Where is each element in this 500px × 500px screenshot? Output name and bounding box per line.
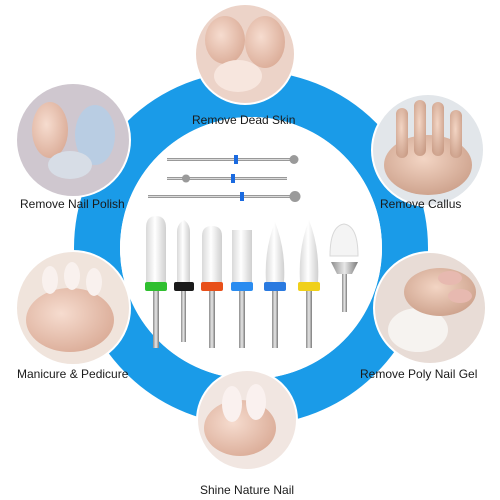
ceramic-bit-blue — [231, 230, 253, 348]
photo-manicure-pedicure — [15, 250, 131, 366]
ball-bit-3 — [148, 191, 301, 202]
photo-callus — [371, 93, 485, 207]
ceramic-bit-black — [174, 220, 194, 342]
ceramic-bit-orange — [201, 226, 223, 348]
ceramic-bit-yellow — [298, 220, 320, 348]
photo-dead-skin — [194, 3, 296, 105]
label-shine-nature-nail: Shine Nature Nail — [200, 483, 295, 497]
photo-shine-nature-nail — [196, 369, 298, 471]
label-remove-nail-polish: Remove Nail Polish — [20, 197, 125, 211]
label-manicure-pedicure: Manicure & Pedicure — [17, 367, 129, 381]
photo-poly-nail-gel — [373, 251, 487, 365]
brush-bit — [329, 223, 359, 312]
label-remove-callus: Remove Callus — [380, 197, 462, 211]
ceramic-bit-dark-blue — [264, 222, 286, 348]
label-remove-poly-nail-gel: Remove Poly Nail Gel — [360, 367, 478, 381]
ball-bit-1 — [167, 155, 299, 164]
ceramic-bit-green — [145, 216, 167, 348]
label-remove-dead-skin: Remove Dead Skin — [192, 113, 296, 127]
photo-nail-polish — [15, 82, 131, 198]
ball-bit-2 — [167, 174, 287, 183]
